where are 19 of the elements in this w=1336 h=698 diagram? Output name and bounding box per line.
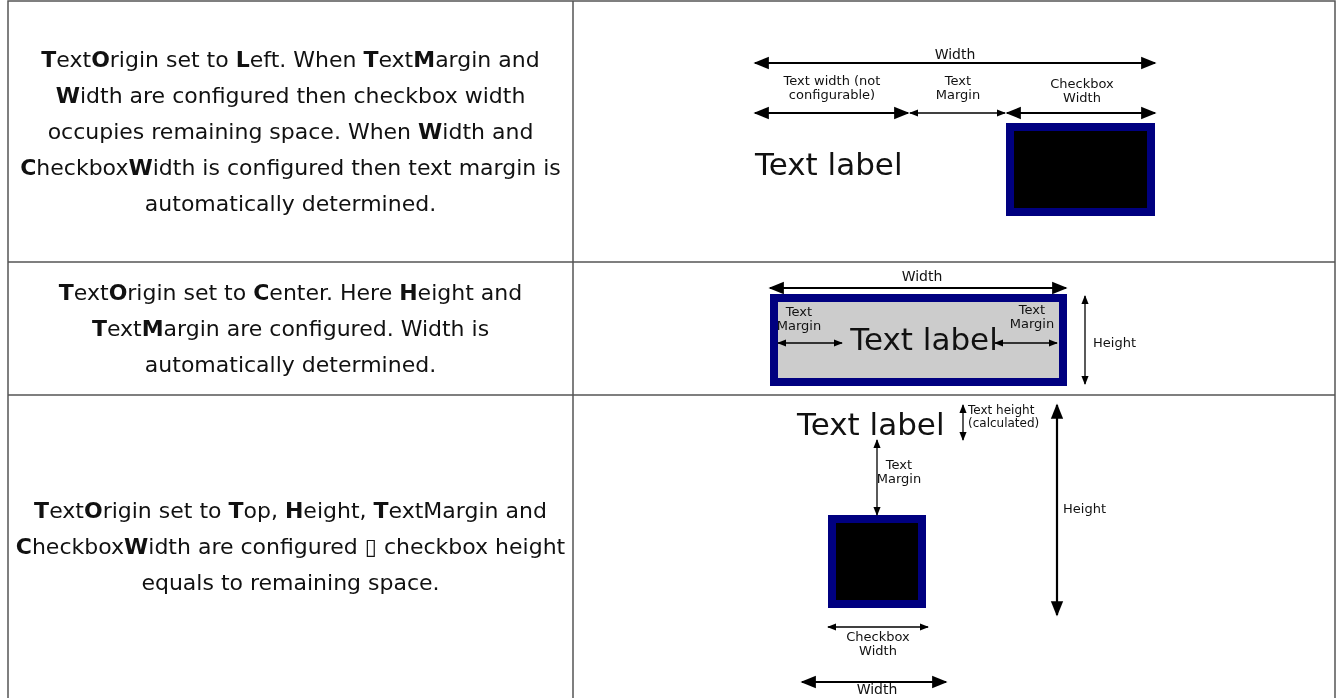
dimension-label: Text Margin [934, 74, 982, 103]
dimension-label: Text Margin [1008, 303, 1056, 332]
dimension-label: Width [900, 269, 944, 285]
dimension-label: Width [855, 682, 899, 698]
dimension-label: Text width (not configurable) [782, 74, 882, 103]
sample-label: Text label [797, 407, 946, 442]
sample-label: Text label [849, 322, 999, 357]
description-text: TextOrigin set to Center. Here Height and TextMargin are configured. Width is automatically determined. [57, 278, 524, 379]
dimension-label: Text Margin [875, 458, 923, 487]
dimension-label: Text height (calculated) [968, 404, 1041, 431]
sample-label: Text label [755, 147, 904, 182]
description-text: TextOrigin set to Top, Height, TextMargin and CheckboxWidth are configured ▯ checkbox height equals to remaining space. [15, 496, 566, 597]
dimension-label: Width [933, 47, 977, 63]
dimension-label: Text Margin [775, 305, 823, 334]
dimension-label: Height [1063, 502, 1107, 517]
dimension-label: Height [1093, 336, 1137, 351]
description-text: TextOrigin set to Left. When TextMargin and Width are configured then checkbox width occupies remaining space. When Width and CheckboxWidth is configured then text margin is automatically determined. [19, 46, 562, 218]
dimension-label: Checkbox Width [1049, 77, 1115, 106]
dimension-label: Checkbox Width [845, 630, 911, 659]
